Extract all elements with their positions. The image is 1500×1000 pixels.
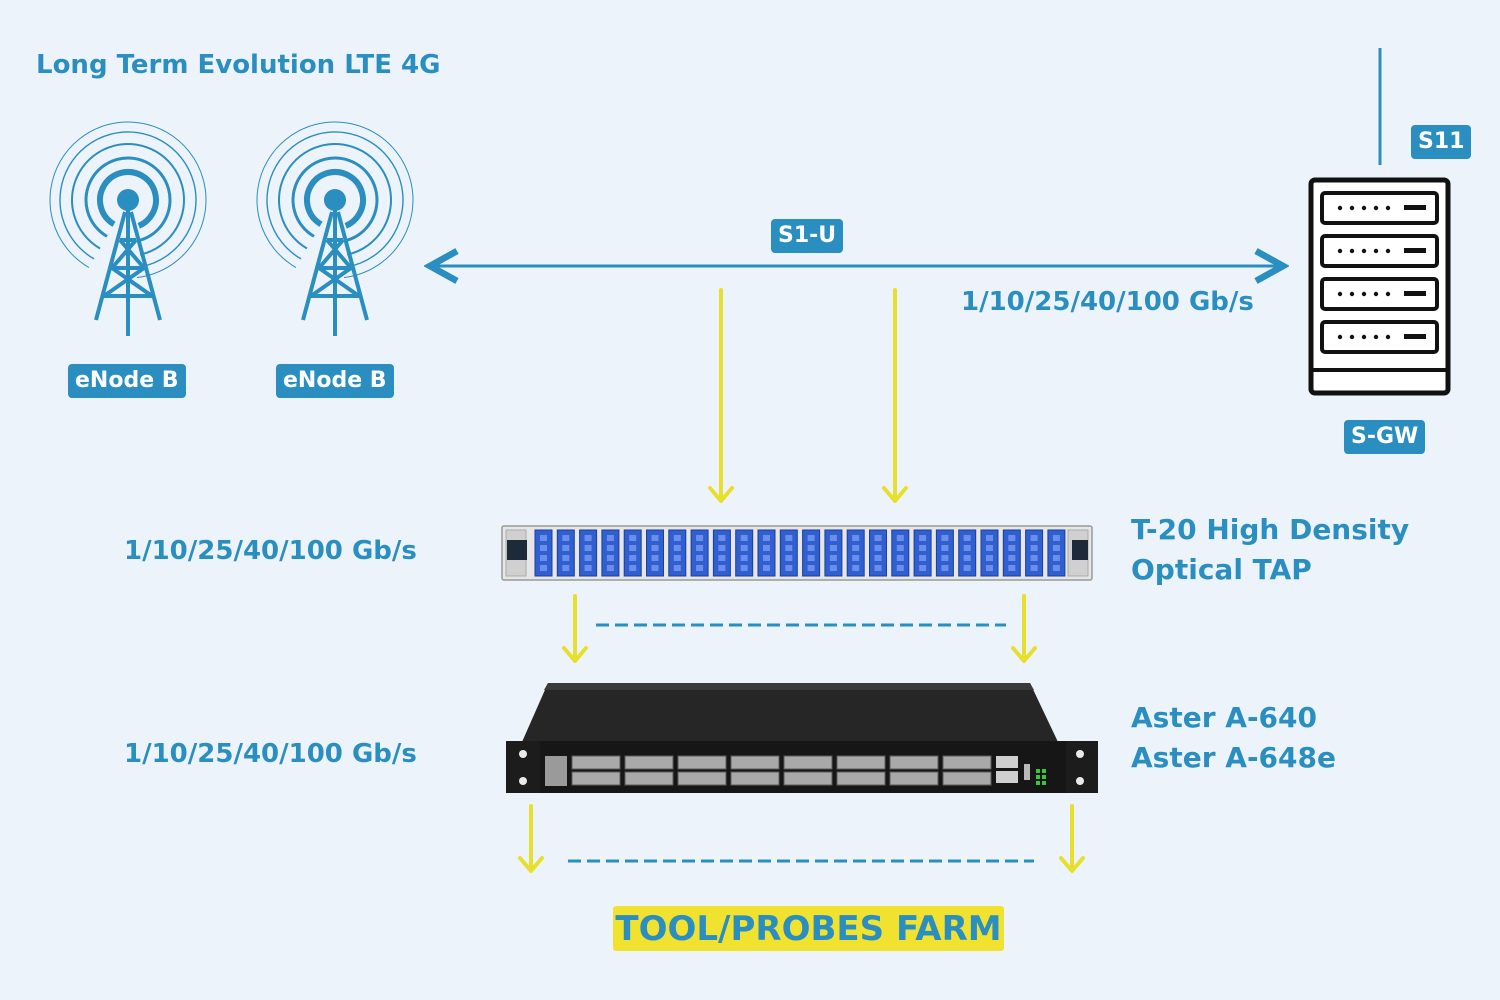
tap-port bbox=[735, 529, 754, 577]
enodeb-left-label: eNode B bbox=[68, 364, 186, 398]
aster-port bbox=[624, 755, 674, 770]
cell-tower-icon bbox=[49, 121, 207, 336]
tap-port bbox=[1025, 529, 1044, 577]
aster-input-arrows bbox=[562, 594, 1037, 663]
tap-port bbox=[579, 529, 598, 577]
aster-port bbox=[942, 771, 992, 786]
tap-port bbox=[958, 529, 977, 577]
tap-port bbox=[712, 529, 731, 577]
aster-packet-broker-device bbox=[506, 683, 1098, 793]
sgw-label: S-GW bbox=[1344, 420, 1426, 454]
aster-device-label: Aster A-640 Aster A-648e bbox=[1131, 698, 1336, 778]
aster-port bbox=[571, 771, 621, 786]
s1u-label: S1-U bbox=[771, 219, 844, 253]
aster-port bbox=[624, 771, 674, 786]
aster-port bbox=[571, 755, 621, 770]
aster-port bbox=[836, 771, 886, 786]
cell-tower-icon bbox=[256, 121, 414, 336]
tap-port bbox=[824, 529, 843, 577]
tap-device-label: T-20 High Density Optical TAP bbox=[1131, 510, 1409, 590]
optical-tap-device bbox=[501, 525, 1093, 581]
aster-port bbox=[730, 771, 780, 786]
tap-port bbox=[690, 529, 709, 577]
server-rack-icon bbox=[1308, 177, 1451, 396]
aster-port bbox=[783, 771, 833, 786]
aster-label-line2: Aster A-648e bbox=[1131, 741, 1336, 774]
tap-port bbox=[668, 529, 687, 577]
tap-port bbox=[1047, 529, 1066, 577]
tap-port bbox=[779, 529, 798, 577]
aster-label-line1: Aster A-640 bbox=[1131, 701, 1318, 734]
aster-port bbox=[889, 755, 939, 770]
tap-port bbox=[846, 529, 865, 577]
tool-probes-farm-label: TOOL/PROBES FARM bbox=[613, 906, 1004, 951]
aster-port bbox=[942, 755, 992, 770]
tap-port bbox=[623, 529, 642, 577]
tap-port bbox=[913, 529, 932, 577]
aster-port bbox=[677, 771, 727, 786]
enodeb-right-label: eNode B bbox=[276, 364, 394, 398]
tap-port bbox=[869, 529, 887, 577]
aster-port bbox=[730, 755, 780, 770]
tap-port bbox=[935, 529, 954, 577]
link-speed-label: 1/10/25/40/100 Gb/s bbox=[961, 287, 1254, 317]
aster-port bbox=[677, 755, 727, 770]
tap-label-line2: Optical TAP bbox=[1131, 553, 1312, 586]
tap-label-line1: T-20 High Density bbox=[1131, 513, 1410, 546]
tap-port bbox=[891, 529, 910, 577]
page-title: Long Term Evolution LTE 4G bbox=[36, 50, 441, 80]
tap-port bbox=[534, 529, 553, 577]
tap-port bbox=[802, 529, 821, 577]
tap-port bbox=[646, 529, 664, 577]
tap-port bbox=[601, 529, 620, 577]
aster-port bbox=[783, 755, 833, 770]
aster-port bbox=[889, 771, 939, 786]
tap-port bbox=[1002, 529, 1021, 577]
tap-port bbox=[757, 529, 776, 577]
tap-port bbox=[556, 529, 575, 577]
tap-speed-label: 1/10/25/40/100 Gb/s bbox=[124, 536, 417, 566]
farm-output-arrows bbox=[518, 804, 1085, 873]
tap-port bbox=[980, 529, 999, 577]
s11-label: S11 bbox=[1411, 125, 1472, 159]
tap-input-arrows bbox=[708, 288, 908, 503]
aster-port bbox=[836, 755, 886, 770]
aster-speed-label: 1/10/25/40/100 Gb/s bbox=[124, 739, 417, 769]
